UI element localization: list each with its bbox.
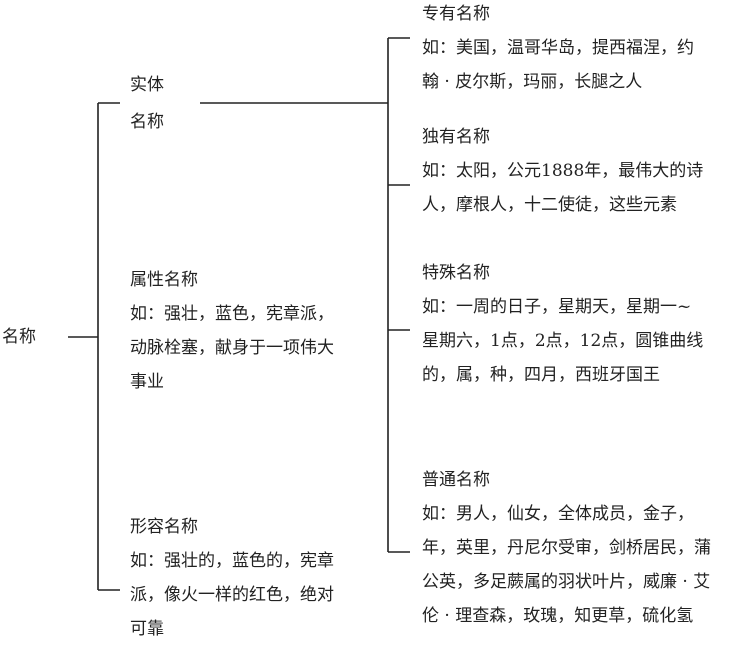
attribute-name-example-line: 如：强壮，蓝色，宪章派， (130, 304, 334, 324)
adjective-name-block: 形容名称 如：强壮的，蓝色的，宪章 派，像火一样的红色，绝对 可靠 (130, 510, 334, 646)
special-name-example-line: 的，属，种，四月，西班牙国王 (422, 365, 660, 385)
special-name-example-line: 星期六，1点，2点，12点，圆锥曲线 (422, 331, 704, 351)
root-label: 名称 (2, 327, 36, 347)
attribute-name-example-line: 事业 (130, 372, 164, 392)
proper-name-title: 专有名称 (422, 4, 490, 24)
common-name-example-line: 年，英里，丹尼尔受审，剑桥居民，蒲 (422, 538, 711, 558)
common-name-example-line: 公英，多足蕨属的羽状叶片，威廉 · 艾 (422, 572, 711, 592)
adjective-name-title: 形容名称 (130, 517, 198, 537)
proper-name-example-line: 翰 · 皮尔斯，玛丽，长腿之人 (422, 72, 643, 92)
common-name-example-line: 如：男人，仙女，全体成员，金子， (422, 504, 694, 524)
attribute-name-block: 属性名称 如：强壮，蓝色，宪章派， 动脉栓塞，献身于一项伟大 事业 (130, 263, 334, 399)
adjective-name-example-line: 可靠 (130, 619, 164, 639)
special-name-example-line: 如：一周的日子，星期天，星期一~ (422, 297, 692, 317)
common-name-block: 普通名称 如：男人，仙女，全体成员，金子， 年，英里，丹尼尔受审，剑桥居民，蒲 … (422, 463, 711, 633)
unique-name-block: 独有名称 如：太阳，公元1888年，最伟大的诗 人，摩根人，十二使徒，这些元素 (422, 120, 703, 222)
adjective-name-example-line: 派，像火一样的红色，绝对 (130, 585, 334, 605)
unique-name-example-line: 如：太阳，公元1888年，最伟大的诗 (422, 161, 704, 181)
entity-label-line1: 实体 (130, 75, 164, 95)
unique-name-example-line: 人，摩根人，十二使徒，这些元素 (422, 195, 677, 215)
common-name-example-line: 伦 · 理查森，玫瑰，知更草，硫化氢 (422, 606, 694, 626)
special-name-title: 特殊名称 (422, 263, 490, 283)
attribute-name-example-line: 动脉栓塞，献身于一项伟大 (130, 338, 334, 358)
adjective-name-example-line: 如：强壮的，蓝色的，宪章 (130, 551, 334, 571)
entity-label-line2: 名称 (130, 112, 164, 132)
special-name-block: 特殊名称 如：一周的日子，星期天，星期一~ 星期六，1点，2点，12点，圆锥曲线… (422, 256, 703, 392)
proper-name-example-line: 如：美国，温哥华岛，提西福涅，约 (422, 38, 694, 58)
unique-name-title: 独有名称 (422, 127, 490, 147)
common-name-title: 普通名称 (422, 470, 490, 490)
attribute-name-title: 属性名称 (130, 270, 198, 290)
proper-name-block: 专有名称 如：美国，温哥华岛，提西福涅，约 翰 · 皮尔斯，玛丽，长腿之人 (422, 0, 694, 99)
